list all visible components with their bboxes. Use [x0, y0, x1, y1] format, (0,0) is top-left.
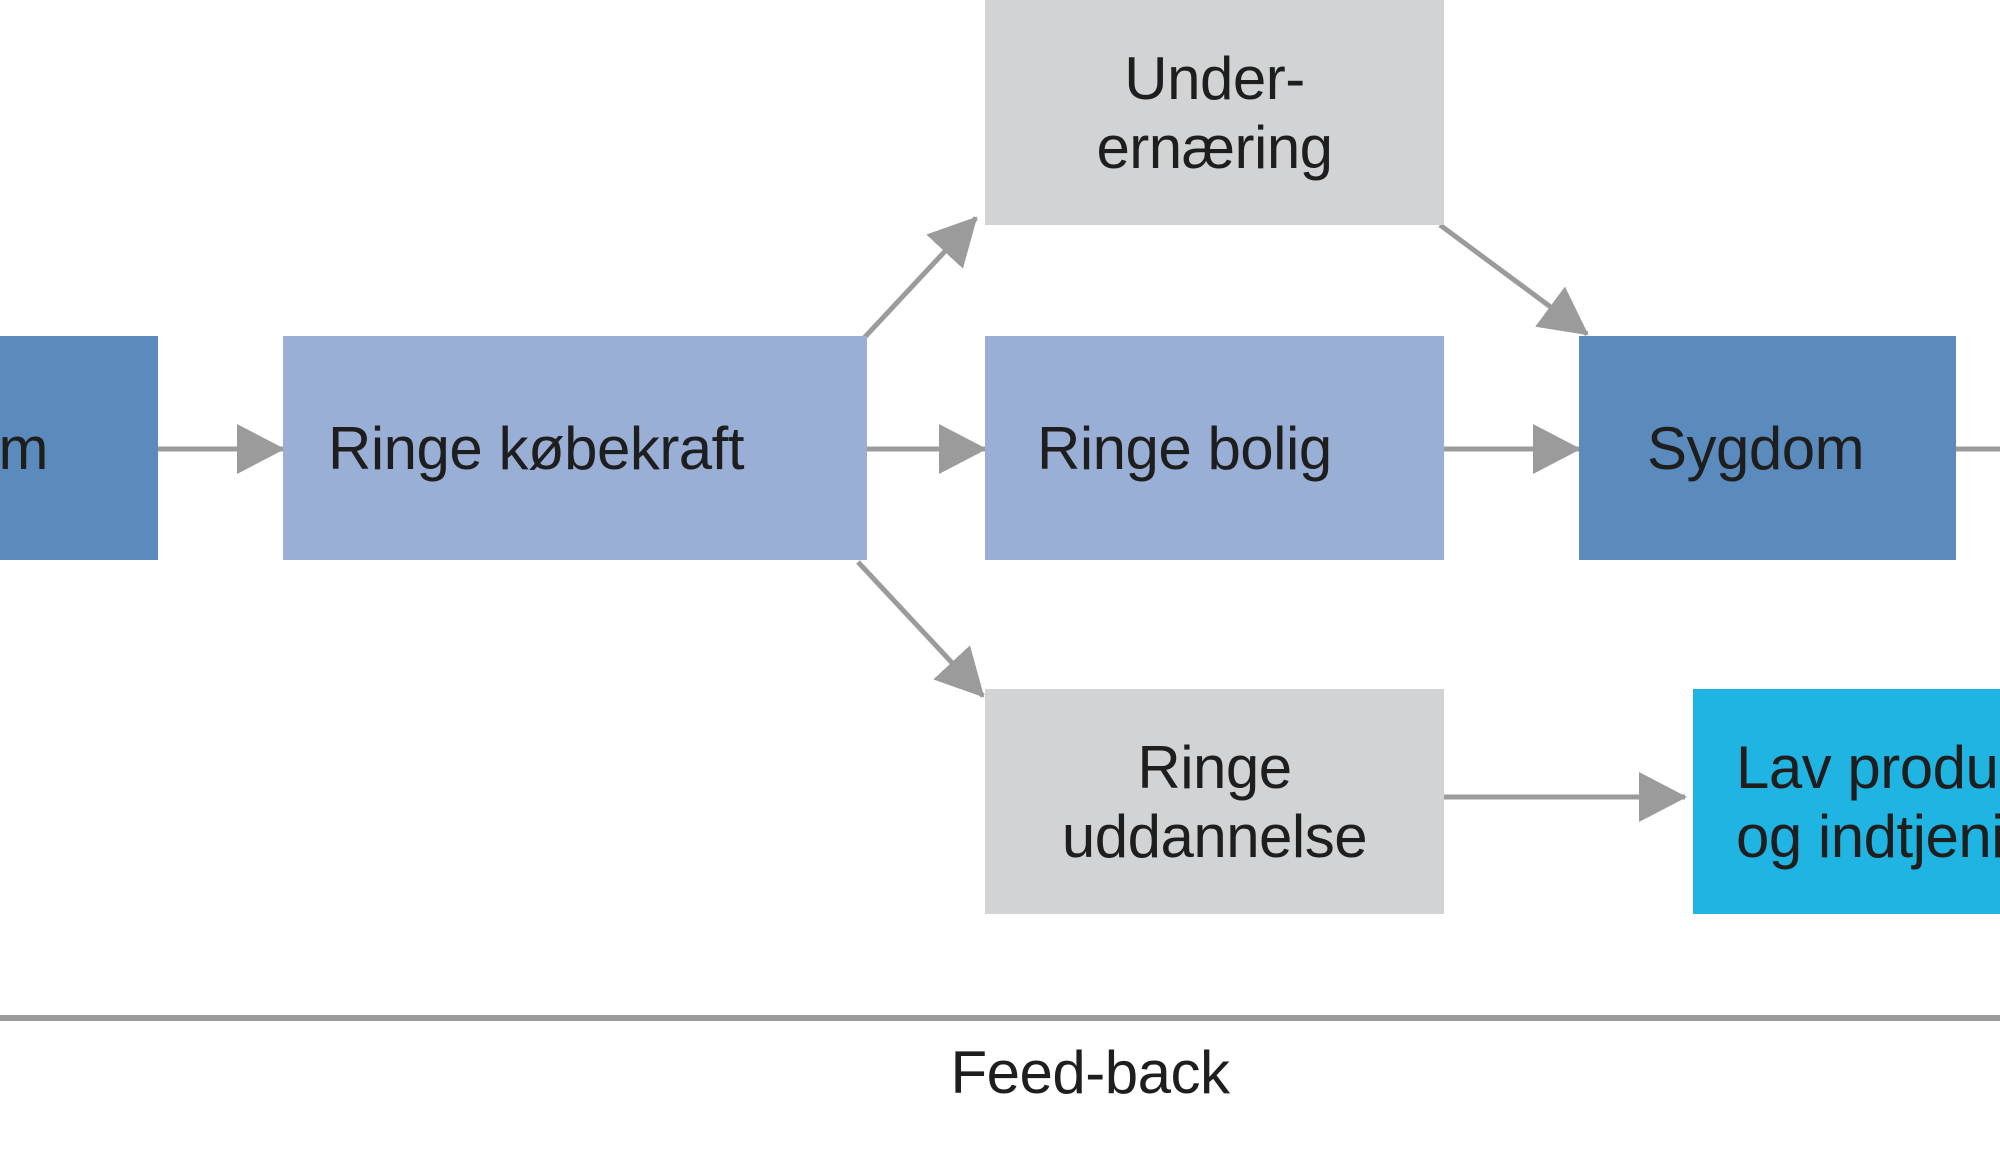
arrow-kobekraft-to-uddannelse [856, 560, 985, 698]
node-lav-produktivitet: Lav produktivitet og indtjening [1693, 689, 2000, 914]
feedback-label: Feed-back [950, 1039, 1230, 1106]
node-underernaering: Under- ernæring [985, 0, 1444, 225]
node-ringe-bolig: Ringe bolig [985, 336, 1444, 560]
node-sygdom-right: Sygdom [1579, 336, 1956, 560]
node-sygdom-right-label: Sygdom [1647, 414, 1865, 482]
node-lav-produktivitet-line2: og indtjening [1736, 802, 2000, 870]
node-sygdom-left: Sygdom [0, 336, 158, 560]
node-ringe-uddannelse-line2: uddannelse [1061, 802, 1368, 870]
arrow-underernaering-to-sygdom [1438, 222, 1589, 337]
node-sygdom-left-label: Sygdom [0, 414, 49, 482]
node-ringe-uddannelse: Ringe uddannelse [985, 689, 1444, 914]
node-ringe-bolig-label: Ringe bolig [1037, 414, 1332, 482]
node-ringe-kobekraft-label: Ringe købekraft [328, 414, 745, 482]
node-ringe-kobekraft: Ringe købekraft [283, 336, 867, 560]
node-lav-produktivitet-line1: Lav produktivitet [1736, 733, 2000, 801]
node-underernaering-line2: ernæring [1096, 113, 1333, 181]
arrow-kobekraft-to-underernaering [862, 216, 978, 340]
node-ringe-uddannelse-line1: Ringe [1137, 733, 1292, 801]
node-underernaering-line1: Under- [1124, 44, 1305, 112]
